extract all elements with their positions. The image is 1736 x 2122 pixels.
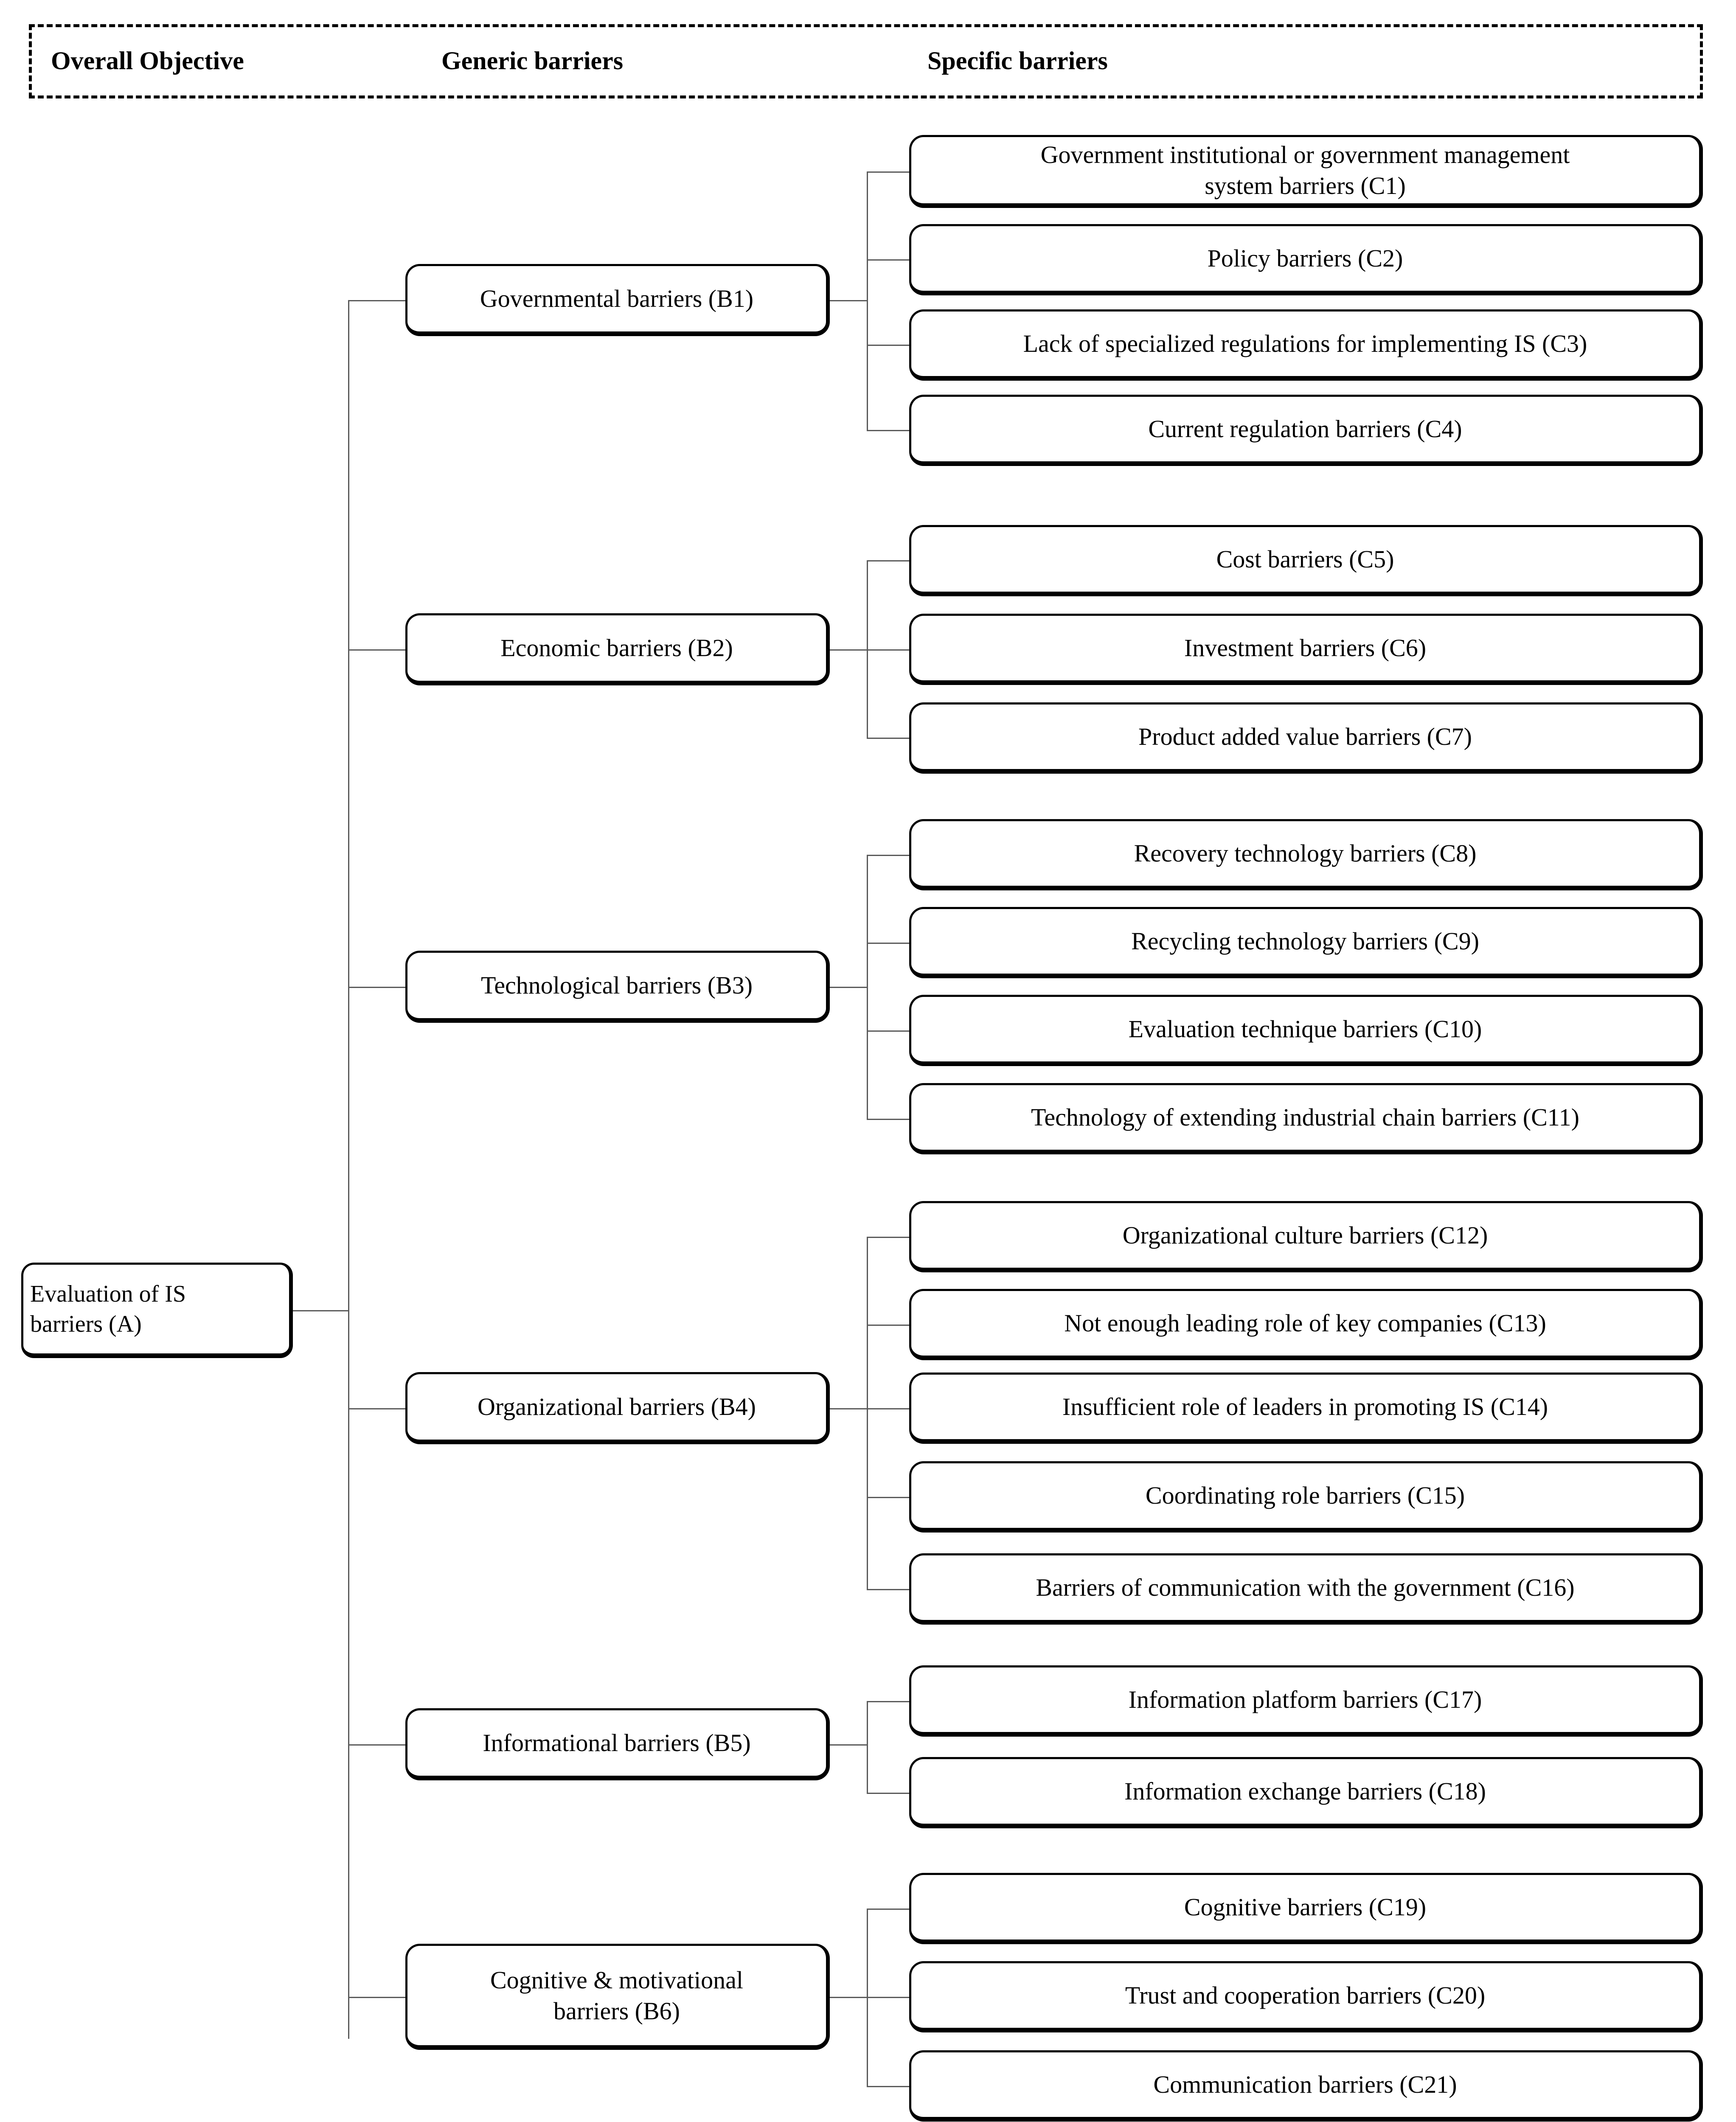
column-header-specific-barriers: Specific barriers — [927, 47, 1108, 75]
node-c15-coordinating-role-barriers[interactable]: Coordinating role barriers (C15) — [909, 1461, 1703, 1533]
connector-a-trunk — [348, 300, 349, 2039]
connector-b2-to-c5 — [867, 560, 909, 561]
node-c12-organizational-culture-barriers[interactable]: Organizational culture barriers (C12) — [909, 1201, 1703, 1272]
connector-b3-trunk — [867, 855, 868, 1119]
connector-b6-to-c19 — [867, 1909, 909, 1910]
node-label: Cognitive & motivational barriers (B6) — [490, 1966, 744, 2025]
node-governmental-barriers[interactable]: Governmental barriers (B1) — [405, 264, 830, 336]
connector-a-to-b2 — [348, 649, 406, 651]
node-label: Barriers of communication with the gover… — [1036, 1574, 1575, 1602]
node-c2-policy-barriers[interactable]: Policy barriers (C2) — [909, 224, 1703, 295]
node-technological-barriers[interactable]: Technological barriers (B3) — [405, 951, 830, 1023]
node-c17-information-platform-barriers[interactable]: Information platform barriers (C17) — [909, 1665, 1703, 1737]
node-label: Evaluation of IS barriers (A) — [30, 1280, 186, 1337]
connector-b1-to-c1 — [867, 171, 909, 173]
node-label: Governmental barriers (B1) — [480, 285, 754, 313]
node-label: Organizational barriers (B4) — [477, 1393, 756, 1421]
node-c8-recovery-technology-barriers[interactable]: Recovery technology barriers (C8) — [909, 819, 1703, 890]
node-label: Communication barriers (C21) — [1153, 2071, 1457, 2099]
connector-b2-out — [830, 649, 868, 651]
connector-b1-to-c3 — [867, 345, 909, 346]
column-header-overall-objective: Overall Objective — [51, 47, 244, 75]
node-label: Technology of extending industrial chain… — [1031, 1103, 1579, 1131]
connector-b6-out — [830, 1997, 868, 1998]
connector-b5-trunk — [867, 1701, 868, 1793]
connector-b5-out — [830, 1744, 868, 1746]
node-c21-communication-barriers[interactable]: Communication barriers (C21) — [909, 2050, 1703, 2122]
connector-a-to-b5 — [348, 1744, 406, 1746]
node-label: Technological barriers (B3) — [480, 971, 753, 999]
node-c19-cognitive-barriers[interactable]: Cognitive barriers (C19) — [909, 1873, 1703, 1944]
column-header-generic-barriers: Generic barriers — [441, 47, 624, 75]
connector-a-to-b4 — [348, 1408, 406, 1409]
node-c7-product-added-value-barriers[interactable]: Product added value barriers (C7) — [909, 702, 1703, 774]
node-c3-lack-of-specialized-regulations[interactable]: Lack of specialized regulations for impl… — [909, 309, 1703, 381]
node-c18-information-exchange-barriers[interactable]: Information exchange barriers (C18) — [909, 1757, 1703, 1828]
node-label: Current regulation barriers (C4) — [1148, 415, 1462, 443]
connector-a-to-b1 — [348, 300, 406, 301]
node-c11-technology-of-extending-industrial-chain[interactable]: Technology of extending industrial chain… — [909, 1083, 1703, 1154]
node-informational-barriers[interactable]: Informational barriers (B5) — [405, 1708, 830, 1780]
node-c6-investment-barriers[interactable]: Investment barriers (C6) — [909, 614, 1703, 685]
connector-b4-to-c14 — [867, 1408, 909, 1409]
connector-b3-to-c10 — [867, 1030, 909, 1032]
node-c16-barriers-of-communication-with-government[interactable]: Barriers of communication with the gover… — [909, 1553, 1703, 1625]
connector-b4-to-c13 — [867, 1325, 909, 1326]
node-c9-recycling-technology-barriers[interactable]: Recycling technology barriers (C9) — [909, 907, 1703, 978]
node-label: Evaluation technique barriers (C10) — [1128, 1015, 1482, 1043]
node-c13-not-enough-leading-role-of-key-companies[interactable]: Not enough leading role of key companies… — [909, 1289, 1703, 1360]
node-label: Informational barriers (B5) — [483, 1729, 751, 1757]
node-label: Recovery technology barriers (C8) — [1134, 839, 1477, 867]
node-c4-current-regulation-barriers[interactable]: Current regulation barriers (C4) — [909, 395, 1703, 466]
connector-b4-to-c16 — [867, 1589, 909, 1590]
node-label: Policy barriers (C2) — [1207, 244, 1403, 272]
connector-b2-to-c7 — [867, 738, 909, 739]
connector-b3-to-c8 — [867, 855, 909, 856]
connector-b4-to-c12 — [867, 1237, 909, 1238]
connector-b4-out — [830, 1408, 868, 1409]
node-label: Not enough leading role of key companies… — [1064, 1309, 1546, 1337]
node-c14-insufficient-role-of-leaders[interactable]: Insufficient role of leaders in promotin… — [909, 1373, 1703, 1444]
node-label: Organizational culture barriers (C12) — [1122, 1221, 1488, 1249]
connector-b1-to-c2 — [867, 259, 909, 261]
connector-a-to-b3 — [348, 987, 406, 988]
node-label: Government institutional or government m… — [1040, 140, 1570, 199]
connector-b4-to-c15 — [867, 1497, 909, 1498]
connector-b3-out — [830, 987, 868, 988]
node-label: Trust and cooperation barriers (C20) — [1125, 1982, 1486, 2010]
connector-b5-to-c18 — [867, 1793, 909, 1794]
connector-b3-to-c11 — [867, 1119, 909, 1120]
node-label: Insufficient role of leaders in promotin… — [1062, 1393, 1548, 1421]
connector-b6-to-c21 — [867, 2086, 909, 2087]
connector-b6-to-c20 — [867, 1997, 909, 1998]
connector-b1-out — [830, 300, 868, 301]
header-band — [29, 24, 1703, 98]
node-label: Cost barriers (C5) — [1216, 545, 1394, 573]
node-label: Product added value barriers (C7) — [1138, 723, 1472, 751]
connector-b3-to-c9 — [867, 943, 909, 944]
node-c10-evaluation-technique-barriers[interactable]: Evaluation technique barriers (C10) — [909, 995, 1703, 1066]
node-c1-government-institutional-barriers[interactable]: Government institutional or government m… — [909, 135, 1703, 208]
connector-b1-trunk — [867, 171, 868, 430]
node-organizational-barriers[interactable]: Organizational barriers (B4) — [405, 1372, 830, 1444]
node-label: Economic barriers (B2) — [500, 634, 733, 662]
node-label: Cognitive barriers (C19) — [1184, 1893, 1427, 1921]
connector-a-stub — [293, 1310, 349, 1311]
node-c20-trust-and-cooperation-barriers[interactable]: Trust and cooperation barriers (C20) — [909, 1961, 1703, 2032]
connector-b4-trunk — [867, 1237, 868, 1589]
node-label: Information exchange barriers (C18) — [1124, 1777, 1486, 1805]
connector-b2-to-c6 — [867, 649, 909, 651]
node-evaluation-of-is-barriers[interactable]: Evaluation of IS barriers (A) — [21, 1263, 293, 1358]
node-cognitive-motivational-barriers[interactable]: Cognitive & motivational barriers (B6) — [405, 1944, 830, 2050]
connector-b1-to-c4 — [867, 430, 909, 431]
node-label: Coordinating role barriers (C15) — [1145, 1482, 1465, 1510]
connector-b5-to-c17 — [867, 1701, 909, 1702]
node-label: Investment barriers (C6) — [1184, 634, 1427, 662]
connector-a-to-b6 — [348, 1997, 406, 1998]
node-label: Recycling technology barriers (C9) — [1131, 927, 1479, 955]
node-c5-cost-barriers[interactable]: Cost barriers (C5) — [909, 525, 1703, 596]
node-economic-barriers[interactable]: Economic barriers (B2) — [405, 613, 830, 685]
node-label: Lack of specialized regulations for impl… — [1023, 330, 1587, 358]
node-label: Information platform barriers (C17) — [1128, 1686, 1482, 1714]
